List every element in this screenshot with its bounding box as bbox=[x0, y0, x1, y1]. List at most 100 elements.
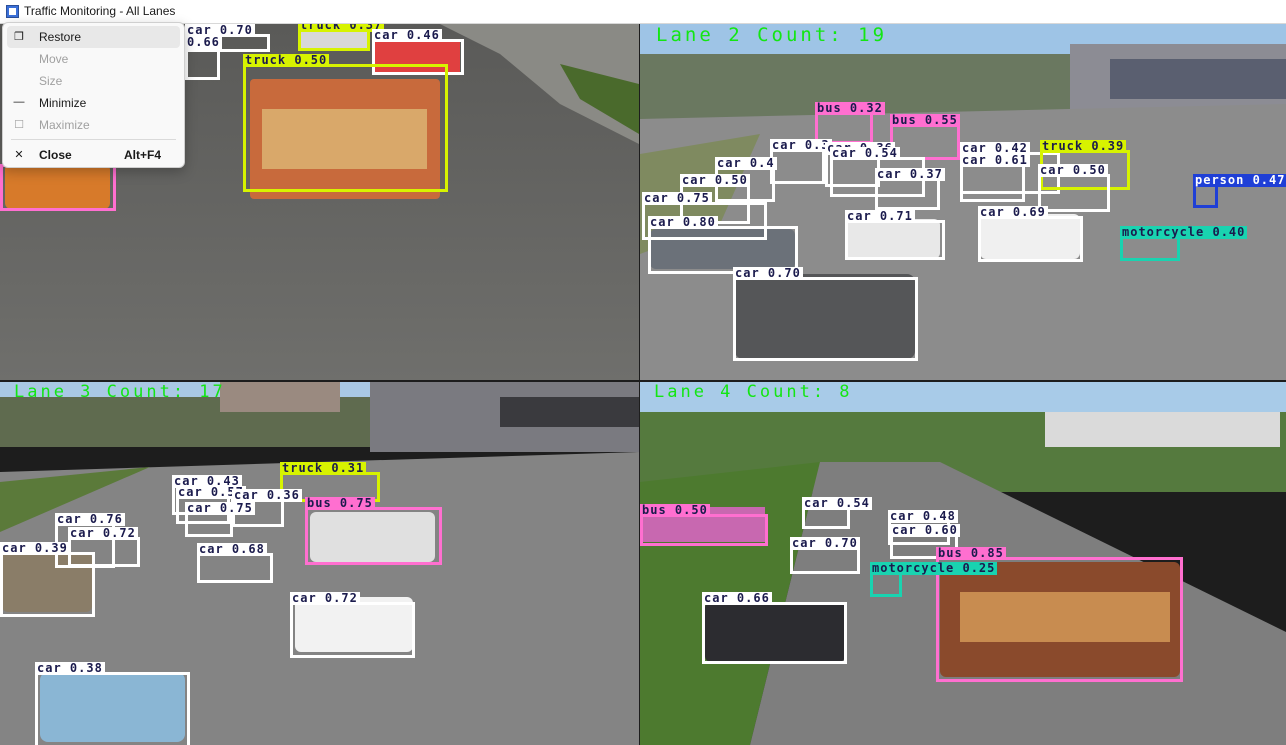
detection-label: bus 0.75 bbox=[305, 496, 375, 510]
detection-label: car 0.70 bbox=[790, 536, 860, 550]
detection-label: truck 0.39 bbox=[1040, 139, 1127, 153]
detection-box-car: car 0.71 bbox=[845, 210, 945, 260]
detection-label: car 0.46 bbox=[372, 28, 442, 42]
detection-box-car: car 0.70 bbox=[733, 267, 918, 361]
app-icon[interactable] bbox=[6, 5, 19, 18]
detection-label: car 0.71 bbox=[845, 209, 915, 223]
detection-label: car 0.36 bbox=[232, 488, 302, 502]
detection-label: bus 0.85 bbox=[936, 546, 1006, 560]
detection-box-car: car 0.69 bbox=[978, 206, 1083, 262]
menu-item-size[interactable]: Size bbox=[39, 74, 63, 88]
menu-item-restore[interactable]: ❐ Restore bbox=[7, 26, 180, 48]
detection-box-car: car 0.57 bbox=[176, 486, 246, 524]
detection-label: car 0.48 bbox=[888, 509, 958, 523]
lane-2-scene bbox=[640, 24, 1286, 380]
detection-label: car 0.68 bbox=[197, 542, 267, 556]
lane-4-feed: Lane 4 Count: 8 bus 0.50 car 0.54 car 0.48… bbox=[640, 382, 1286, 745]
detection-label: car 0.3 bbox=[770, 138, 832, 152]
detection-box-motorcycle: motorcycle 0.40 bbox=[1120, 226, 1248, 261]
lane-3-count-label: Lane 3 Count: 17 bbox=[14, 382, 226, 402]
minimize-icon: — bbox=[13, 96, 25, 108]
detection-label: car 0.39 bbox=[0, 541, 70, 555]
detection-label: car 0.50 bbox=[680, 173, 750, 187]
detection-label: car 0.43 bbox=[172, 474, 242, 488]
detection-label: car 0.72 bbox=[68, 526, 138, 540]
menu-item-close[interactable]: ✕ Close Alt+F4 bbox=[14, 148, 162, 162]
detection-box-bus bbox=[0, 164, 116, 211]
menu-separator bbox=[11, 139, 176, 140]
detection-box-car: car 0.60 bbox=[890, 524, 960, 559]
detection-box-person: person 0.47 bbox=[1193, 174, 1286, 208]
detection-label: car 0.57 bbox=[176, 485, 246, 499]
detection-box-car: car 0.80 bbox=[648, 216, 798, 274]
detection-box-car: car 0.54 bbox=[802, 497, 872, 529]
detection-box-truck: truck 0.37 bbox=[298, 24, 385, 51]
detection-box-car: car 0.46 bbox=[372, 29, 464, 75]
window-title: Traffic Monitoring - All Lanes bbox=[24, 4, 176, 18]
detection-label: motorcycle 0.40 bbox=[1120, 225, 1248, 239]
close-shortcut: Alt+F4 bbox=[124, 148, 162, 162]
lane-4-scene bbox=[640, 382, 1286, 745]
detection-label: car 0.38 bbox=[35, 661, 105, 675]
close-icon: ✕ bbox=[14, 149, 24, 161]
detection-box-car: car 0.38 bbox=[35, 662, 190, 745]
detection-box-car: car 0.70 bbox=[790, 537, 860, 574]
detection-box-car: car 0.39 bbox=[0, 542, 95, 617]
menu-item-maximize[interactable]: ☐ Maximize bbox=[14, 118, 90, 132]
restore-icon: ❐ bbox=[14, 31, 24, 43]
detection-label: car 0.4 bbox=[715, 156, 777, 170]
detection-box-car: car 0.70 bbox=[185, 24, 270, 52]
detection-label: truck 0.37 bbox=[298, 24, 385, 32]
detection-label: truck 0.31 bbox=[280, 461, 367, 475]
detection-label: car 0.72 bbox=[290, 591, 360, 605]
detection-label: truck 0.50 bbox=[243, 53, 330, 67]
detection-label: car 0.80 bbox=[648, 215, 718, 229]
detection-label: car 0.66 bbox=[702, 591, 772, 605]
maximize-icon: ☐ bbox=[14, 119, 24, 131]
detection-box-car: car 0.66 bbox=[702, 592, 847, 664]
window-system-menu: ❐ Restore Move Size — Minimize ☐ Maximiz… bbox=[2, 22, 185, 168]
detection-box-car: car 0.50 bbox=[1038, 164, 1110, 212]
lane-2-count-label: Lane 2 Count: 19 bbox=[656, 24, 888, 46]
detection-label: car 0.61 bbox=[960, 153, 1030, 167]
window-titlebar[interactable]: Traffic Monitoring - All Lanes bbox=[0, 0, 1286, 24]
detection-label: bus 0.32 bbox=[815, 101, 885, 115]
menu-item-minimize[interactable]: — Minimize bbox=[13, 96, 87, 110]
detection-box-bus: bus 0.55 bbox=[890, 114, 960, 160]
detection-label: bus 0.50 bbox=[640, 503, 710, 517]
detection-label: 0.66 bbox=[185, 35, 222, 49]
detection-box-car: car 0.37 bbox=[875, 168, 945, 210]
detection-label: car 0.70 bbox=[733, 266, 803, 280]
detection-box-motorcycle: motorcycle 0.25 bbox=[870, 562, 998, 597]
detection-box-car: 0.66 bbox=[185, 36, 222, 80]
lane-2-feed: Lane 2 Count: 19 bus 0.32 bus 0.55 car 0.3… bbox=[640, 24, 1286, 380]
detection-box-bus: bus 0.50 bbox=[640, 504, 768, 546]
detection-box-car: car 0.3 bbox=[770, 139, 832, 184]
menu-item-move[interactable]: Move bbox=[39, 52, 69, 66]
detection-label: car 0.60 bbox=[890, 523, 960, 537]
detection-box-bus: bus 0.85 bbox=[936, 547, 1183, 682]
detection-label: bus 0.55 bbox=[890, 113, 960, 127]
detection-label: car 0.42 bbox=[960, 141, 1030, 155]
detection-box-car: car 0.48 bbox=[888, 510, 958, 545]
detection-box-bus: bus 0.75 bbox=[305, 497, 442, 565]
detection-label: car 0.76 bbox=[55, 512, 125, 526]
detection-box-car: car 0.61 bbox=[960, 154, 1030, 202]
lane-4-count-label: Lane 4 Count: 8 bbox=[654, 382, 853, 402]
detection-box-car: car 0.68 bbox=[197, 543, 273, 583]
detection-box-car: car 0.72 bbox=[290, 592, 415, 658]
detection-label: car 0.70 bbox=[185, 24, 255, 37]
detection-label: car 0.37 bbox=[875, 167, 945, 181]
detection-box-truck: truck 0.50 bbox=[243, 54, 448, 192]
detection-label: car 0.75 bbox=[642, 191, 712, 205]
detection-label: motorcycle 0.25 bbox=[870, 561, 998, 575]
detection-label: person 0.47 bbox=[1193, 173, 1286, 187]
detection-label: car 0.75 bbox=[185, 501, 255, 515]
detection-label: car 0.50 bbox=[1038, 163, 1108, 177]
detection-box-car: car 0.75 bbox=[642, 192, 767, 240]
detection-label: car 0.54 bbox=[802, 496, 872, 510]
detection-label: car 0.54 bbox=[830, 146, 900, 160]
detection-label: car 0.69 bbox=[978, 205, 1048, 219]
